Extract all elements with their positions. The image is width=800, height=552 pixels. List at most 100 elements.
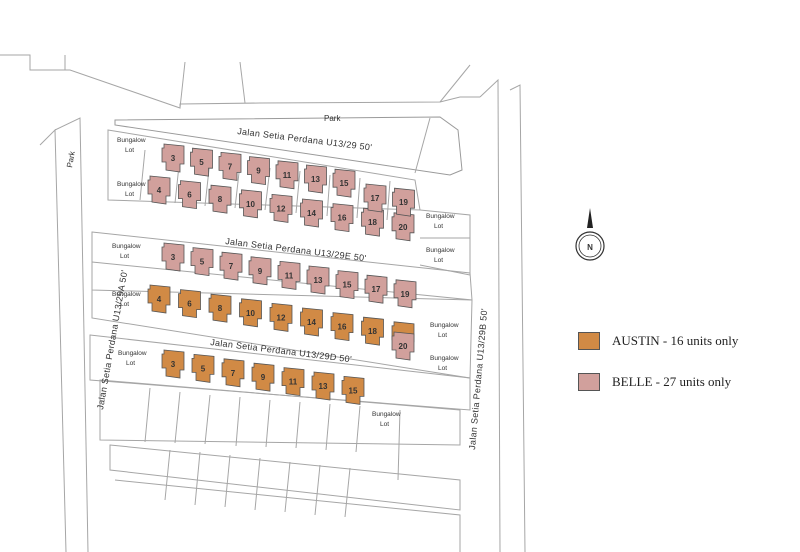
unit-8[interactable]: 8 bbox=[208, 184, 232, 214]
unit-11[interactable]: 11 bbox=[275, 160, 299, 190]
unit-number: 10 bbox=[246, 200, 255, 209]
unit-5[interactable]: 5 bbox=[190, 147, 213, 177]
legend-austin-text: AUSTIN - 16 units only bbox=[612, 333, 739, 348]
unit-number: 10 bbox=[246, 309, 255, 318]
unit-number: 4 bbox=[157, 186, 162, 195]
unit-footprint bbox=[363, 183, 387, 213]
bungalow-lot-label: Lot bbox=[126, 360, 135, 367]
unit-18[interactable]: 18 bbox=[361, 316, 384, 346]
unit-16[interactable]: 16 bbox=[330, 312, 354, 342]
unit-13[interactable]: 13 bbox=[304, 164, 327, 194]
unit-footprint bbox=[218, 151, 242, 181]
unit-number: 3 bbox=[171, 253, 176, 262]
unit-12[interactable]: 12 bbox=[269, 193, 293, 223]
unit-3[interactable]: 3 bbox=[161, 143, 185, 173]
unit-9[interactable]: 9 bbox=[251, 362, 275, 392]
bungalow-lot-label: Bungalow bbox=[118, 350, 147, 357]
unit-6[interactable]: 6 bbox=[178, 180, 201, 210]
unit-13[interactable]: 13 bbox=[311, 371, 335, 401]
unit-16[interactable]: 16 bbox=[330, 203, 354, 233]
unit-footprint bbox=[300, 198, 323, 228]
unit-number: 12 bbox=[277, 204, 286, 213]
bungalow-lot-label: Bungalow bbox=[117, 137, 146, 144]
unit-4[interactable]: 4 bbox=[147, 175, 171, 205]
unit-number: 5 bbox=[199, 158, 204, 167]
unit-8[interactable]: 8 bbox=[208, 293, 232, 323]
bungalow-lot-label: Bungalow bbox=[112, 243, 141, 250]
unit-number: 11 bbox=[289, 378, 298, 387]
unit-footprint bbox=[219, 251, 243, 281]
bungalow-lot-label: Bungalow bbox=[112, 291, 141, 298]
unit-number: 18 bbox=[368, 218, 377, 227]
unit-15[interactable]: 15 bbox=[341, 375, 365, 405]
unit-5[interactable]: 5 bbox=[191, 353, 215, 383]
unit-footprint bbox=[269, 193, 293, 223]
unit-number: 6 bbox=[187, 300, 192, 309]
unit-footprint bbox=[208, 184, 232, 214]
unit-footprint bbox=[247, 156, 270, 186]
unit-number: 9 bbox=[258, 267, 263, 276]
unit-17[interactable]: 17 bbox=[363, 183, 387, 213]
unit-footprint bbox=[391, 331, 415, 361]
unit-footprint bbox=[147, 284, 171, 314]
unit-14[interactable]: 14 bbox=[300, 307, 323, 337]
unit-footprint bbox=[248, 256, 272, 286]
unit-number: 8 bbox=[218, 304, 223, 313]
unit-19[interactable]: 19 bbox=[393, 279, 417, 309]
unit-number: 19 bbox=[401, 290, 410, 299]
unit-9[interactable]: 9 bbox=[247, 156, 270, 186]
unit-6[interactable]: 6 bbox=[178, 289, 201, 319]
unit-footprint bbox=[191, 353, 215, 383]
unit-number: 5 bbox=[200, 258, 205, 267]
unit-footprint bbox=[335, 270, 359, 300]
unit-5[interactable]: 5 bbox=[190, 247, 214, 277]
unit-20[interactable]: 20 bbox=[391, 331, 415, 361]
legend-austin: AUSTIN - 16 units only bbox=[578, 330, 738, 352]
bungalow-lot-label: Bungalow bbox=[426, 213, 455, 220]
unit-number: 7 bbox=[229, 262, 234, 271]
unit-15[interactable]: 15 bbox=[332, 168, 356, 198]
unit-footprint bbox=[239, 189, 262, 219]
unit-11[interactable]: 11 bbox=[277, 260, 301, 290]
legend-belle: BELLE - 27 units only bbox=[578, 371, 738, 393]
unit-4[interactable]: 4 bbox=[147, 284, 171, 314]
road-label-u13-29: Jalan Setia Perdana U13/29 50' bbox=[237, 126, 373, 152]
road-label-u13-29e: Jalan Setia Perdana U13/29E 50' bbox=[225, 236, 367, 263]
unit-number: 9 bbox=[261, 373, 266, 382]
unit-footprint bbox=[239, 298, 262, 328]
unit-19[interactable]: 19 bbox=[392, 187, 415, 217]
unit-12[interactable]: 12 bbox=[269, 302, 293, 332]
unit-number: 7 bbox=[228, 162, 233, 171]
unit-13[interactable]: 13 bbox=[306, 265, 330, 295]
unit-9[interactable]: 9 bbox=[248, 256, 272, 286]
unit-footprint bbox=[364, 274, 388, 304]
unit-number: 3 bbox=[171, 154, 176, 163]
north-compass-icon: N bbox=[575, 208, 605, 261]
unit-7[interactable]: 7 bbox=[221, 358, 245, 388]
unit-17[interactable]: 17 bbox=[364, 274, 388, 304]
unit-10[interactable]: 10 bbox=[239, 189, 262, 219]
unit-number: 5 bbox=[201, 364, 206, 373]
legend-belle-text: BELLE - 27 units only bbox=[612, 374, 732, 389]
legend-austin-swatch bbox=[578, 332, 600, 350]
bungalow-lot-label: Lot bbox=[380, 421, 389, 428]
bungalow-lot-label: Lot bbox=[434, 223, 443, 230]
unit-11[interactable]: 11 bbox=[281, 367, 305, 397]
unit-number: 8 bbox=[218, 195, 223, 204]
bungalow-lot-label: Lot bbox=[120, 301, 129, 308]
unit-footprint bbox=[190, 147, 213, 177]
bungalow-lot-label: Lot bbox=[438, 332, 447, 339]
unit-14[interactable]: 14 bbox=[300, 198, 323, 228]
unit-7[interactable]: 7 bbox=[218, 151, 242, 181]
unit-number: 14 bbox=[307, 209, 316, 218]
unit-20[interactable]: 20 bbox=[391, 212, 415, 242]
unit-15[interactable]: 15 bbox=[335, 270, 359, 300]
unit-10[interactable]: 10 bbox=[239, 298, 262, 328]
unit-number: 20 bbox=[399, 223, 408, 232]
unit-number: 20 bbox=[399, 342, 408, 351]
unit-18[interactable]: 18 bbox=[361, 207, 384, 237]
unit-3[interactable]: 3 bbox=[161, 242, 185, 272]
unit-3[interactable]: 3 bbox=[161, 349, 185, 379]
unit-7[interactable]: 7 bbox=[219, 251, 243, 281]
unit-number: 9 bbox=[256, 167, 261, 176]
